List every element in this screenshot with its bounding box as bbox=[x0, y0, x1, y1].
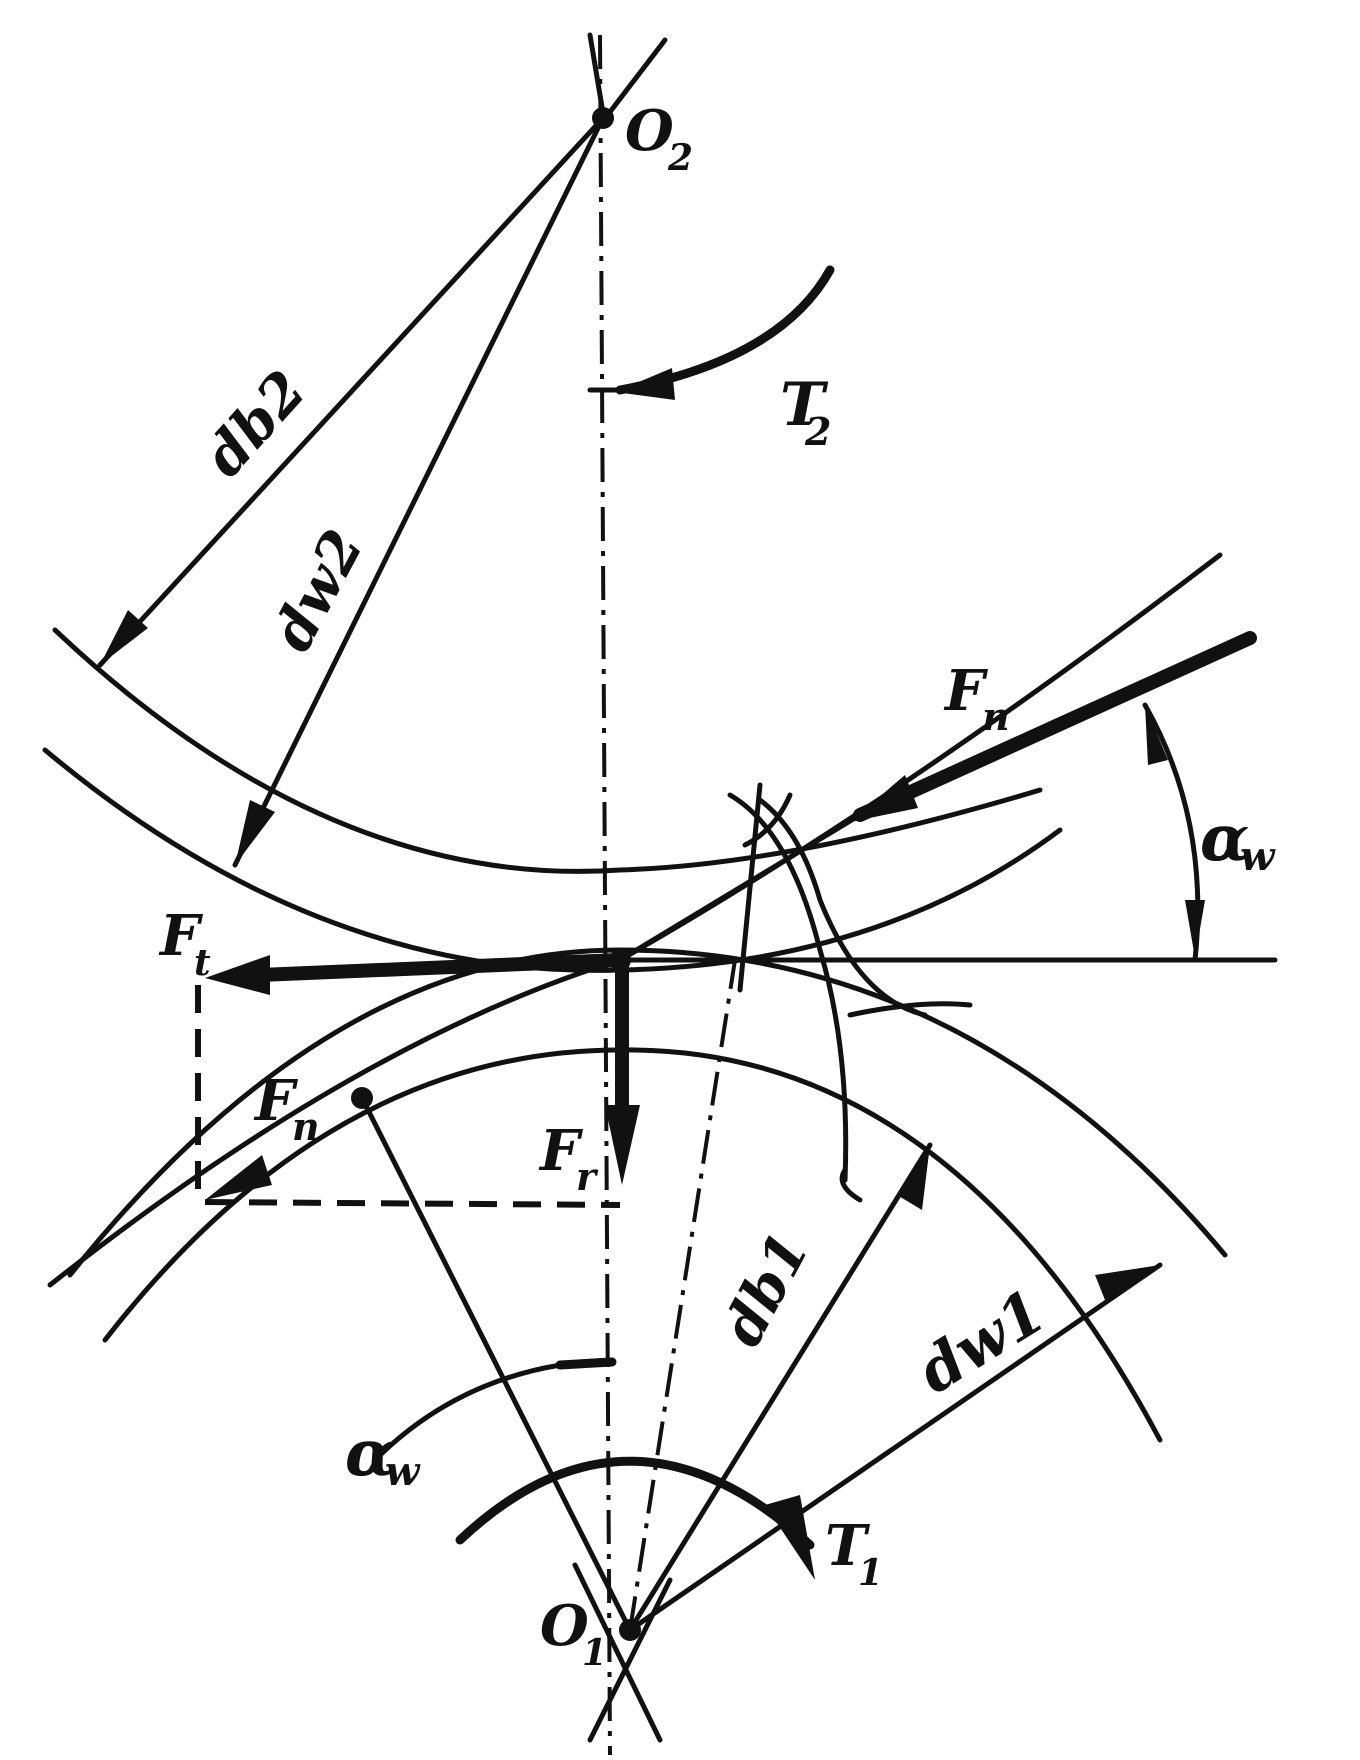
tooth-edge-left bbox=[737, 782, 763, 993]
pitch-point bbox=[609, 949, 631, 971]
t2-arrowhead bbox=[615, 368, 675, 400]
label-ft-sub: t bbox=[194, 942, 211, 984]
label-t2-sub: 2 bbox=[804, 409, 831, 454]
o1-center-point bbox=[619, 1619, 641, 1641]
dw1-arrowhead bbox=[1095, 1265, 1160, 1300]
db2-arrowhead bbox=[100, 610, 148, 665]
tooth-root-right bbox=[847, 1001, 973, 1018]
label-fn-top-sub: n bbox=[982, 694, 1010, 739]
tooth-root-curl bbox=[839, 1167, 863, 1203]
label-o2: O bbox=[625, 98, 674, 164]
label-o1-sub: 1 bbox=[582, 1632, 607, 1674]
label-ft: F bbox=[158, 903, 204, 969]
label-t2: T bbox=[780, 370, 829, 440]
label-fn-bottom-sub: n bbox=[292, 1104, 320, 1149]
label-fn-bottom: F bbox=[253, 1068, 299, 1134]
fr-arrowhead bbox=[605, 1105, 640, 1185]
line-of-action bbox=[47, 552, 1223, 1288]
label-alpha-bottom-sub: w bbox=[385, 1448, 421, 1495]
fn-top-force-line bbox=[853, 631, 1257, 822]
ft-force-line bbox=[253, 953, 627, 982]
label-alpha-top-sub: w bbox=[1240, 833, 1276, 880]
o1-stub-a bbox=[572, 1562, 663, 1743]
tangency-point-lower bbox=[351, 1087, 373, 1109]
ft-arrowhead bbox=[205, 955, 270, 995]
alpha-top-arrow-down bbox=[1185, 900, 1205, 958]
o1-radius-left bbox=[359, 1095, 633, 1633]
label-dw2: dw2 bbox=[259, 519, 377, 662]
label-db2: db2 bbox=[191, 358, 319, 489]
o2-radius-db2 bbox=[97, 115, 606, 668]
fn-top-continuation bbox=[617, 812, 863, 963]
o2-radius-dw2 bbox=[232, 115, 606, 868]
parallelogram-dashed-horizontal bbox=[204, 1199, 621, 1208]
label-o2-sub: 2 bbox=[667, 137, 693, 179]
o1-radius-dw1 bbox=[627, 1262, 1163, 1633]
o1-stub-b bbox=[587, 1577, 673, 1743]
gear2-base-circle bbox=[52, 627, 1043, 874]
o2-center-point bbox=[592, 107, 614, 129]
label-fr-sub: r bbox=[576, 1154, 599, 1199]
label-alpha-bottom: α bbox=[345, 1416, 394, 1491]
tooth-tip-left bbox=[742, 792, 793, 848]
label-o1: O bbox=[540, 1593, 589, 1659]
label-fn-top: F bbox=[943, 658, 989, 724]
db1-arrowhead bbox=[897, 1145, 930, 1210]
t1-arrowhead bbox=[765, 1495, 815, 1580]
gear2-pitch-circle bbox=[42, 747, 1063, 973]
label-t1-sub: 1 bbox=[858, 1552, 883, 1594]
label-db1: db1 bbox=[709, 1222, 822, 1357]
dw2-arrowhead bbox=[235, 800, 275, 865]
center-axis-line bbox=[598, 34, 612, 1756]
tooth-profile-flank bbox=[757, 797, 928, 1018]
alpha-top-arrow-up bbox=[1145, 705, 1168, 765]
fn-top-arrowhead bbox=[850, 775, 918, 822]
alpha-bottom-arc bbox=[372, 1357, 615, 1463]
gear1-pitch-circle bbox=[67, 947, 1228, 1278]
o1-centerline-to-pitch bbox=[628, 959, 737, 1631]
fn-bottom-arrowhead bbox=[205, 1155, 272, 1200]
t1-torque-arc bbox=[455, 1456, 815, 1550]
label-fr: F bbox=[538, 1118, 584, 1184]
label-t1: T bbox=[825, 1513, 871, 1579]
o1-radius-db1 bbox=[627, 1142, 933, 1633]
alpha-bottom-arrow-tail bbox=[555, 1357, 617, 1370]
label-alpha-top: α bbox=[1200, 801, 1249, 876]
